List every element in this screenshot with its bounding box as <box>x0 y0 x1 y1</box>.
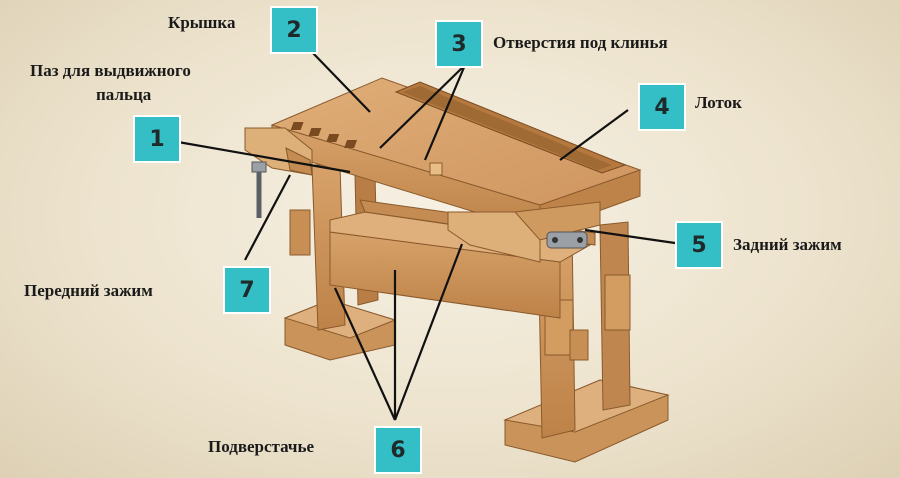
badge-7: 7 <box>225 268 269 312</box>
badge-1: 1 <box>135 117 179 161</box>
leader-line-6c <box>393 243 464 421</box>
leader-line-2 <box>309 49 371 113</box>
badge-4: 4 <box>640 85 684 129</box>
label-1-line2: пальца <box>96 85 152 104</box>
badge-2: 2 <box>272 8 316 52</box>
leader-lines <box>177 49 676 421</box>
badge-3: 3 <box>437 22 481 66</box>
leader-line-5 <box>584 228 676 245</box>
leader-line-3a <box>379 64 466 149</box>
leader-line-4 <box>559 109 629 161</box>
leader-line-1 <box>177 140 351 174</box>
leader-line-7 <box>244 174 291 261</box>
label-5: Задний зажим <box>733 235 842 254</box>
label-4: Лоток <box>695 93 742 112</box>
label-2: Крышка <box>168 13 236 32</box>
label-7: Передний зажим <box>24 281 153 300</box>
leader-line-3b <box>423 64 467 161</box>
badge-5: 5 <box>677 223 721 267</box>
label-1-line1: Паз для выдвижного <box>30 61 191 80</box>
label-3: Отверстия под клинья <box>493 33 668 52</box>
badge-6: 6 <box>376 428 420 472</box>
label-6: Подверстачье <box>208 437 315 456</box>
leader-line-6a <box>333 287 397 421</box>
